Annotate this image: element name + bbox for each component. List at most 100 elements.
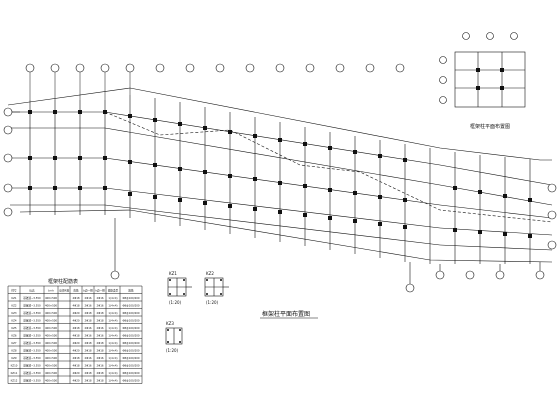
table-cell: 2Φ18 [85, 371, 92, 375]
table-cell: 1(4×4) [108, 333, 117, 337]
table-cell: Φ8@100/200 [122, 341, 139, 345]
table-cell: 4Φ20 [73, 318, 80, 322]
table-cell: 2Φ16 [85, 303, 92, 307]
table-cell: 1(4×4) [108, 371, 117, 375]
table-cell: 2Φ18 [97, 371, 104, 375]
table-cell: 400×500 [45, 296, 57, 300]
table-cell: Φ8@100/200 [122, 348, 139, 352]
table-cell: 1(4×4) [108, 311, 117, 315]
table-cell: 2Φ16 [85, 363, 92, 367]
table-cell: 400×500 [45, 303, 57, 307]
table-cell: KZ4 [11, 318, 16, 322]
table-cell: 基础顶~3.550 [23, 311, 41, 315]
table-cell: Φ8@100/200 [122, 318, 139, 322]
table-cell: 4Φ18 [73, 333, 80, 337]
table-cell: 基础顶~3.550 [23, 378, 41, 382]
plan-vertical-axes [29, 95, 531, 264]
table-cell: Φ8@100/200 [122, 296, 139, 300]
table-cell: 基础顶~3.550 [23, 341, 41, 345]
table-cell: 基础顶~3.550 [23, 318, 41, 322]
table-cell: Φ8@100/200 [122, 326, 139, 330]
table-cell: KZ2 [11, 303, 16, 307]
table-cell: 基础顶~3.550 [23, 363, 41, 367]
axis-bubbles [3, 63, 557, 293]
table-cell: 1(4×4) [108, 356, 117, 360]
table-cell: 1(4×4) [108, 363, 117, 367]
table-cell: KZ7 [11, 341, 16, 345]
table-header-cell: 标高 [29, 288, 35, 292]
column-section-details [165, 277, 229, 345]
table-cell: 4Φ20 [73, 371, 80, 375]
table-cell: 2Φ16 [85, 296, 92, 300]
table-cell: 4Φ18 [73, 326, 80, 330]
table-cell: Φ8@100/200 [122, 371, 139, 375]
section-label-kz3: KZ3 [166, 321, 174, 326]
table-cell: KZ10 [11, 363, 18, 367]
plan-columns [28, 110, 532, 238]
table-cell: 基础顶~3.550 [23, 356, 41, 360]
table-cell: 4Φ20 [73, 311, 80, 315]
table-cell: 基础顶~3.550 [23, 296, 41, 300]
table-cell: 400×500 [45, 333, 57, 337]
table-cell: 2Φ18 [97, 348, 104, 352]
table-cell: 2Φ18 [97, 318, 104, 322]
column-table-title: 框架柱配筋表 [48, 278, 78, 285]
table-cell: 4Φ18 [73, 356, 80, 360]
table-cell: 4Φ20 [73, 378, 80, 382]
table-cell: KZ9 [11, 356, 16, 360]
table-cell: Φ8@100/200 [122, 311, 139, 315]
table-cell: KZ1 [11, 296, 16, 300]
inset-column-plan [439, 32, 526, 108]
table-cell: 2Φ18 [85, 311, 92, 315]
table-cell: KZ8 [11, 348, 16, 352]
table-cell: 2Φ16 [85, 356, 92, 360]
table-cell: 400×500 [45, 348, 57, 352]
section-caption-kz1: (1:20) [169, 300, 182, 305]
table-cell: Φ8@100/200 [122, 303, 139, 307]
plan-bottom-boundary [19, 209, 553, 263]
table-cell: 2Φ16 [97, 356, 104, 360]
table-cell: KZ5 [11, 326, 16, 330]
table-cell: 基础顶~3.550 [23, 326, 41, 330]
table-cell: 2Φ16 [97, 296, 104, 300]
table-header-cell: b×h [48, 288, 54, 292]
inset-plan-title: 框架柱平面布置图 [470, 123, 510, 130]
table-cell: 基础顶~3.550 [23, 371, 41, 375]
table-cell: Φ8@100/200 [122, 356, 139, 360]
table-cell: 2Φ18 [97, 341, 104, 345]
main-plan-title: 框架柱平面布置图 [262, 310, 310, 318]
table-cell: 400×500 [45, 378, 57, 382]
table-cell: KZ6 [11, 333, 16, 337]
table-cell: 基础顶~3.550 [23, 348, 41, 352]
table-cell: 1(4×4) [108, 318, 117, 322]
table-cell: 400×500 [45, 371, 57, 375]
table-cell: 400×500 [45, 318, 57, 322]
section-caption-kz2: (1:20) [206, 300, 219, 305]
table-cell: 1(4×4) [108, 378, 117, 382]
table-header-cell: 箍筋类型 [108, 288, 119, 292]
table-cell: 400×500 [45, 341, 57, 345]
table-cell: 4Φ18 [73, 296, 80, 300]
table-header-cell: 角筋 [73, 288, 79, 292]
table-cell: 4Φ18 [73, 363, 80, 367]
table-cell: KZ12 [11, 378, 18, 382]
table-cell: 1(4×4) [108, 348, 117, 352]
table-cell: 1(4×4) [108, 303, 117, 307]
table-cell: 400×500 [45, 363, 57, 367]
table-cell: 1(4×4) [108, 326, 117, 330]
table-header-cell: b边一侧 [83, 288, 93, 292]
table-cell: Φ8@100/200 [122, 333, 139, 337]
table-cell: 2Φ18 [97, 378, 104, 382]
table-cell: 2Φ18 [85, 378, 92, 382]
table-cell: 400×500 [45, 356, 57, 360]
table-cell: 400×500 [45, 311, 57, 315]
table-cell: 4Φ18 [73, 303, 80, 307]
table-cell: 基础顶~3.550 [23, 333, 41, 337]
table-header-cell: 箍筋 [128, 288, 134, 292]
table-cell: 2Φ16 [85, 326, 92, 330]
table-cell: KZ3 [11, 311, 16, 315]
table-header-cell: 全部纵筋 [59, 288, 70, 292]
section-label-kz1: KZ1 [169, 271, 177, 276]
table-cell: Φ8@100/200 [122, 363, 139, 367]
